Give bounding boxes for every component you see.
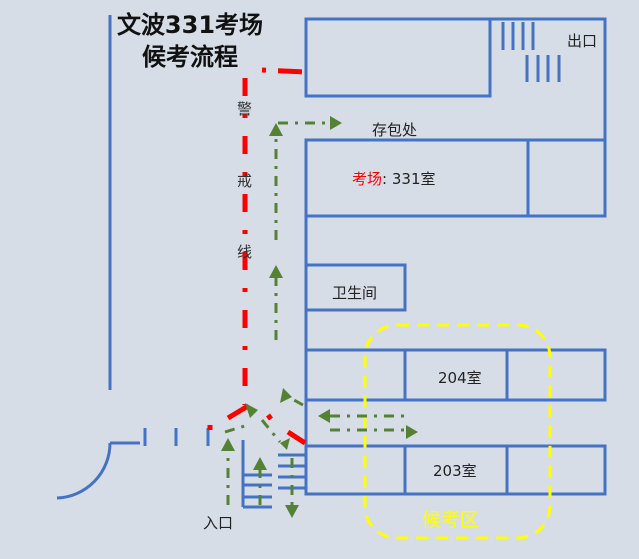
- entrance-stairs: [241, 440, 306, 509]
- walls: [56, 15, 607, 509]
- restroom: [306, 263, 407, 312]
- arrow-up-icon: [269, 265, 283, 278]
- top-room: [304, 17, 492, 98]
- cordon-label-1: 警: [237, 100, 253, 118]
- arrow-up-icon: [253, 457, 267, 470]
- cordon-label-2: 戒: [237, 172, 253, 190]
- restroom-label: 卫生间: [332, 284, 378, 302]
- waiting-area-label: 候考区: [422, 509, 480, 531]
- room-203-label: 203室: [433, 462, 477, 480]
- exit-stairs: [501, 22, 561, 82]
- arrow-left-icon: [318, 409, 330, 423]
- door-arc: [56, 442, 112, 500]
- title-line-2: 候考流程: [142, 43, 238, 71]
- route-arrowheads: [221, 116, 418, 518]
- exam-room-label: 考场: 331室: [352, 168, 436, 189]
- exit-label: 出口: [567, 32, 598, 50]
- exam-room-prefix: 考场: [352, 170, 383, 188]
- exam-room-sep: :: [382, 170, 388, 188]
- bag-storage-label: 存包处: [372, 121, 418, 139]
- arrow-up-icon: [221, 438, 235, 451]
- cordon-label-3: 线: [237, 243, 253, 261]
- arrow-up-icon: [245, 403, 258, 418]
- arrow-down-icon: [285, 505, 299, 518]
- room-204-label: 204室: [438, 369, 482, 387]
- page-title: 文波331考场 候考流程: [95, 9, 285, 73]
- arrow-down-icon: [280, 438, 290, 450]
- room-204: [304, 348, 607, 402]
- entrance-label: 入口: [203, 514, 234, 532]
- room-203: [304, 444, 607, 496]
- arrow-right-icon: [406, 425, 418, 439]
- cordon-line: [207, 67, 307, 446]
- title-line-1: 文波331考场: [116, 11, 264, 39]
- waiting-area-boundary: [363, 323, 552, 540]
- exam-room-number: 331室: [391, 170, 436, 188]
- arrow-up-icon: [269, 123, 283, 136]
- arrow-up-left-icon: [280, 388, 292, 403]
- arrow-right-icon: [330, 116, 342, 130]
